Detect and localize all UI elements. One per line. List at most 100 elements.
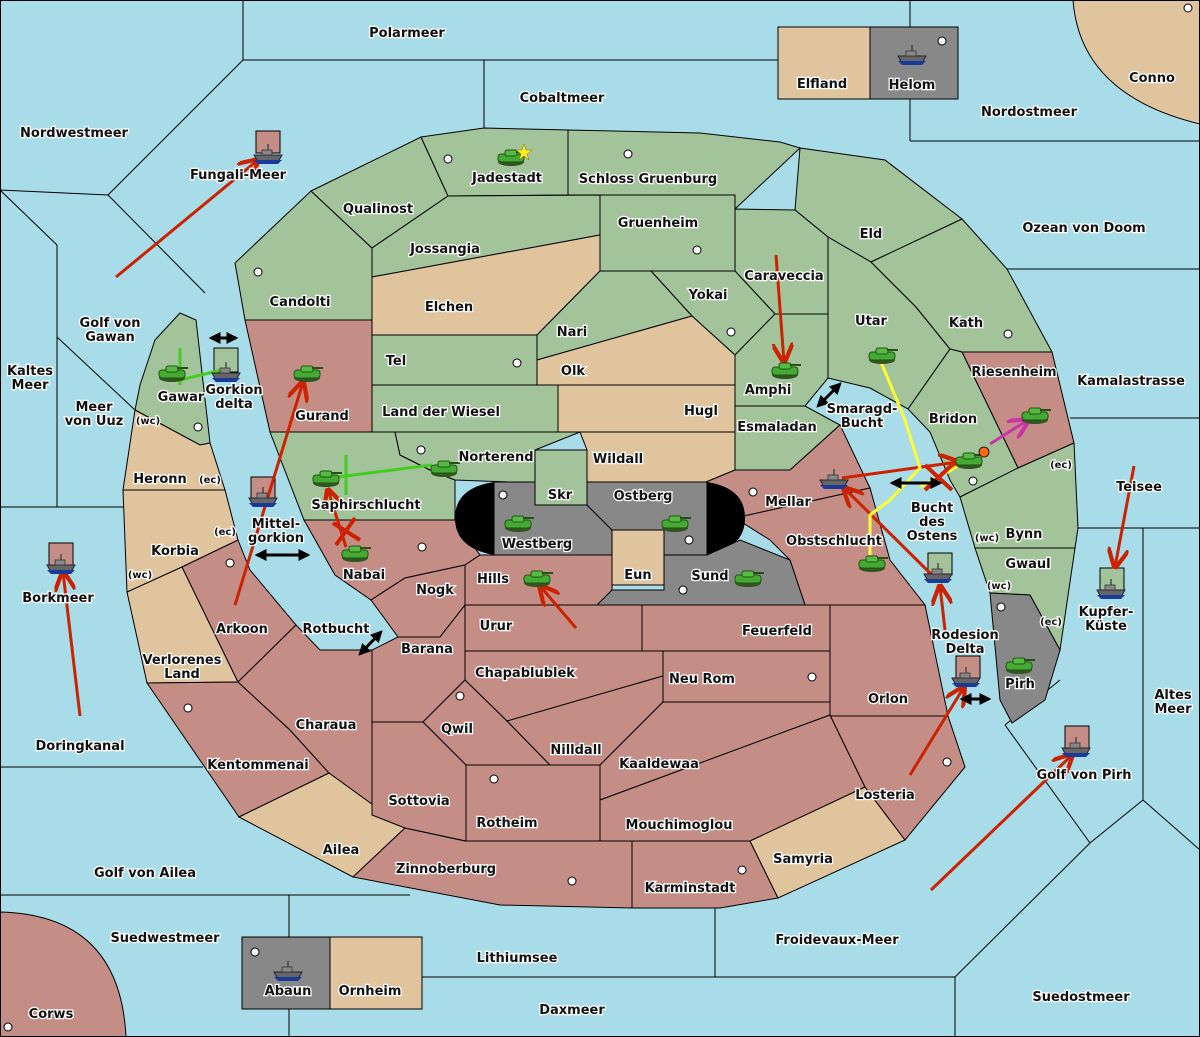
- units: [46, 44, 1126, 982]
- territory-pirh[interactable]: [989, 592, 1061, 724]
- supply-centers: [3, 3, 1193, 1032]
- label-ornheim: Ornheim: [339, 984, 402, 999]
- label-yokai: Yokai: [687, 288, 727, 303]
- coast-mark: (wc): [128, 570, 152, 581]
- label-kaltes-2: Meer: [12, 378, 50, 393]
- territory-corws[interactable]: [0, 911, 127, 1037]
- label-kaaldewaa: Kaaldewaa: [619, 757, 699, 772]
- label-mittel-1: Mittel-: [252, 517, 301, 532]
- label-ailea: Ailea: [323, 843, 360, 858]
- label-borkmeer: Borkmeer: [22, 591, 94, 606]
- label-gorkion-1: Gorkion: [205, 383, 262, 398]
- coast-mark: (ec): [1040, 617, 1062, 628]
- label-pirh: Pirh: [1005, 677, 1035, 692]
- territory-losteria[interactable]: [829, 714, 966, 841]
- label-nordostmeer: Nordostmeer: [981, 105, 1078, 120]
- impassable-west: [455, 482, 494, 555]
- label-lithium: Lithiumsee: [477, 951, 558, 966]
- label-wiesel: Land der Wiesel: [382, 405, 500, 420]
- label-chapa: Chapablublek: [475, 666, 575, 681]
- label-charaua: Charaua: [296, 718, 357, 733]
- label-smaragd-1: Smaragd-: [827, 402, 898, 417]
- label-karmin: Karminstadt: [645, 881, 736, 896]
- label-heronn: Heronn: [133, 472, 187, 487]
- territory-karmin[interactable]: [631, 840, 779, 909]
- coast-mark: (ec): [199, 475, 221, 486]
- label-olk: Olk: [561, 364, 586, 379]
- label-ozean: Ozean von Doom: [1022, 221, 1145, 236]
- label-qwil: Qwil: [441, 722, 473, 737]
- label-obst: Obstschlucht: [786, 534, 882, 549]
- label-sund: Sund: [691, 569, 728, 584]
- label-korbia: Korbia: [151, 544, 199, 559]
- label-uuz-2: von Uuz: [65, 414, 124, 429]
- label-neurom: Neu Rom: [669, 672, 735, 687]
- label-eld: Eld: [860, 227, 883, 242]
- label-gawar: Gawar: [158, 390, 205, 405]
- label-utar: Utar: [855, 314, 888, 329]
- label-elchen: Elchen: [425, 300, 473, 315]
- territory-conno[interactable]: [1072, 0, 1200, 125]
- label-jadestadt: Jadestadt: [471, 171, 542, 186]
- coast-mark: (ec): [1050, 460, 1072, 471]
- territory-jossangia[interactable]: [371, 194, 601, 278]
- territory-arkoon[interactable]: [181, 539, 297, 683]
- label-jossangia: Jossangia: [409, 242, 480, 257]
- impassable-east: [707, 482, 745, 555]
- label-daxmeer: Daxmeer: [539, 1003, 605, 1018]
- label-bucht-1: Bucht: [911, 501, 953, 516]
- label-golfpirh: Golf von Pirh: [1036, 768, 1131, 783]
- territory-eun[interactable]: [611, 529, 665, 586]
- label-ostberg: Ostberg: [614, 489, 673, 504]
- label-nilldall: Nilldall: [550, 743, 601, 758]
- label-qualinost: Qualinost: [343, 202, 413, 217]
- label-teisee: Teisee: [1116, 480, 1162, 495]
- label-rodesion-1: Rodesion: [931, 628, 998, 643]
- label-helom: Helom: [889, 78, 936, 93]
- label-tel: Tel: [386, 354, 406, 369]
- label-suedwest: Suedwestmeer: [110, 931, 220, 946]
- territory-sund[interactable]: [595, 539, 806, 606]
- label-kentom: Kentommenai: [207, 758, 308, 773]
- coast-mark: (wc): [987, 581, 1011, 592]
- label-froide: Froidevaux-Meer: [775, 933, 899, 948]
- label-eun: Eun: [624, 568, 651, 583]
- label-westberg: Westberg: [502, 537, 572, 552]
- explosion-icon: [978, 446, 990, 458]
- label-orlon: Orlon: [868, 692, 908, 707]
- label-polarmeer: Polarmeer: [369, 26, 445, 41]
- territory-ornheim[interactable]: [329, 936, 423, 1010]
- label-abaun: Abaun: [265, 984, 312, 999]
- territory-gruenheim[interactable]: [599, 194, 736, 272]
- label-gwaul: Gwaul: [1005, 557, 1050, 572]
- label-hugl: Hugl: [684, 404, 718, 419]
- label-saphir: Saphirschlucht: [311, 498, 420, 513]
- label-candolti: Candolti: [270, 295, 331, 310]
- label-gawan-2: Gawan: [85, 330, 134, 345]
- order-lines: [63, 160, 1136, 892]
- territory-skr[interactable]: [534, 449, 588, 506]
- label-bridon: Bridon: [929, 412, 977, 427]
- label-mittel-2: gorkion: [248, 531, 304, 546]
- label-golfailea: Golf von Ailea: [94, 866, 196, 881]
- label-urur: Urur: [480, 619, 513, 634]
- territory-elfland[interactable]: [777, 26, 871, 100]
- label-bynn: Bynn: [1006, 527, 1043, 542]
- territory-heronn[interactable]: [122, 409, 226, 491]
- label-gruenheim: Gruenheim: [618, 216, 698, 231]
- label-gurand: Gurand: [295, 409, 349, 424]
- label-smaragd-2: Bucht: [841, 416, 883, 431]
- label-norterend: Norterend: [458, 450, 533, 465]
- label-rodesion-2: Delta: [945, 642, 984, 657]
- label-zinnober: Zinnoberburg: [396, 862, 496, 877]
- label-bucht-2: des: [919, 515, 945, 530]
- label-kamala: Kamalastrasse: [1077, 374, 1185, 389]
- label-nordwestmeer: Nordwestmeer: [20, 126, 128, 141]
- label-amphi: Amphi: [745, 383, 792, 398]
- label-barana: Barana: [401, 642, 453, 657]
- label-sottovia: Sottovia: [388, 794, 449, 809]
- label-riesenheim: Riesenheim: [971, 365, 1056, 380]
- label-nari: Nari: [557, 325, 588, 340]
- continent: [122, 127, 1079, 909]
